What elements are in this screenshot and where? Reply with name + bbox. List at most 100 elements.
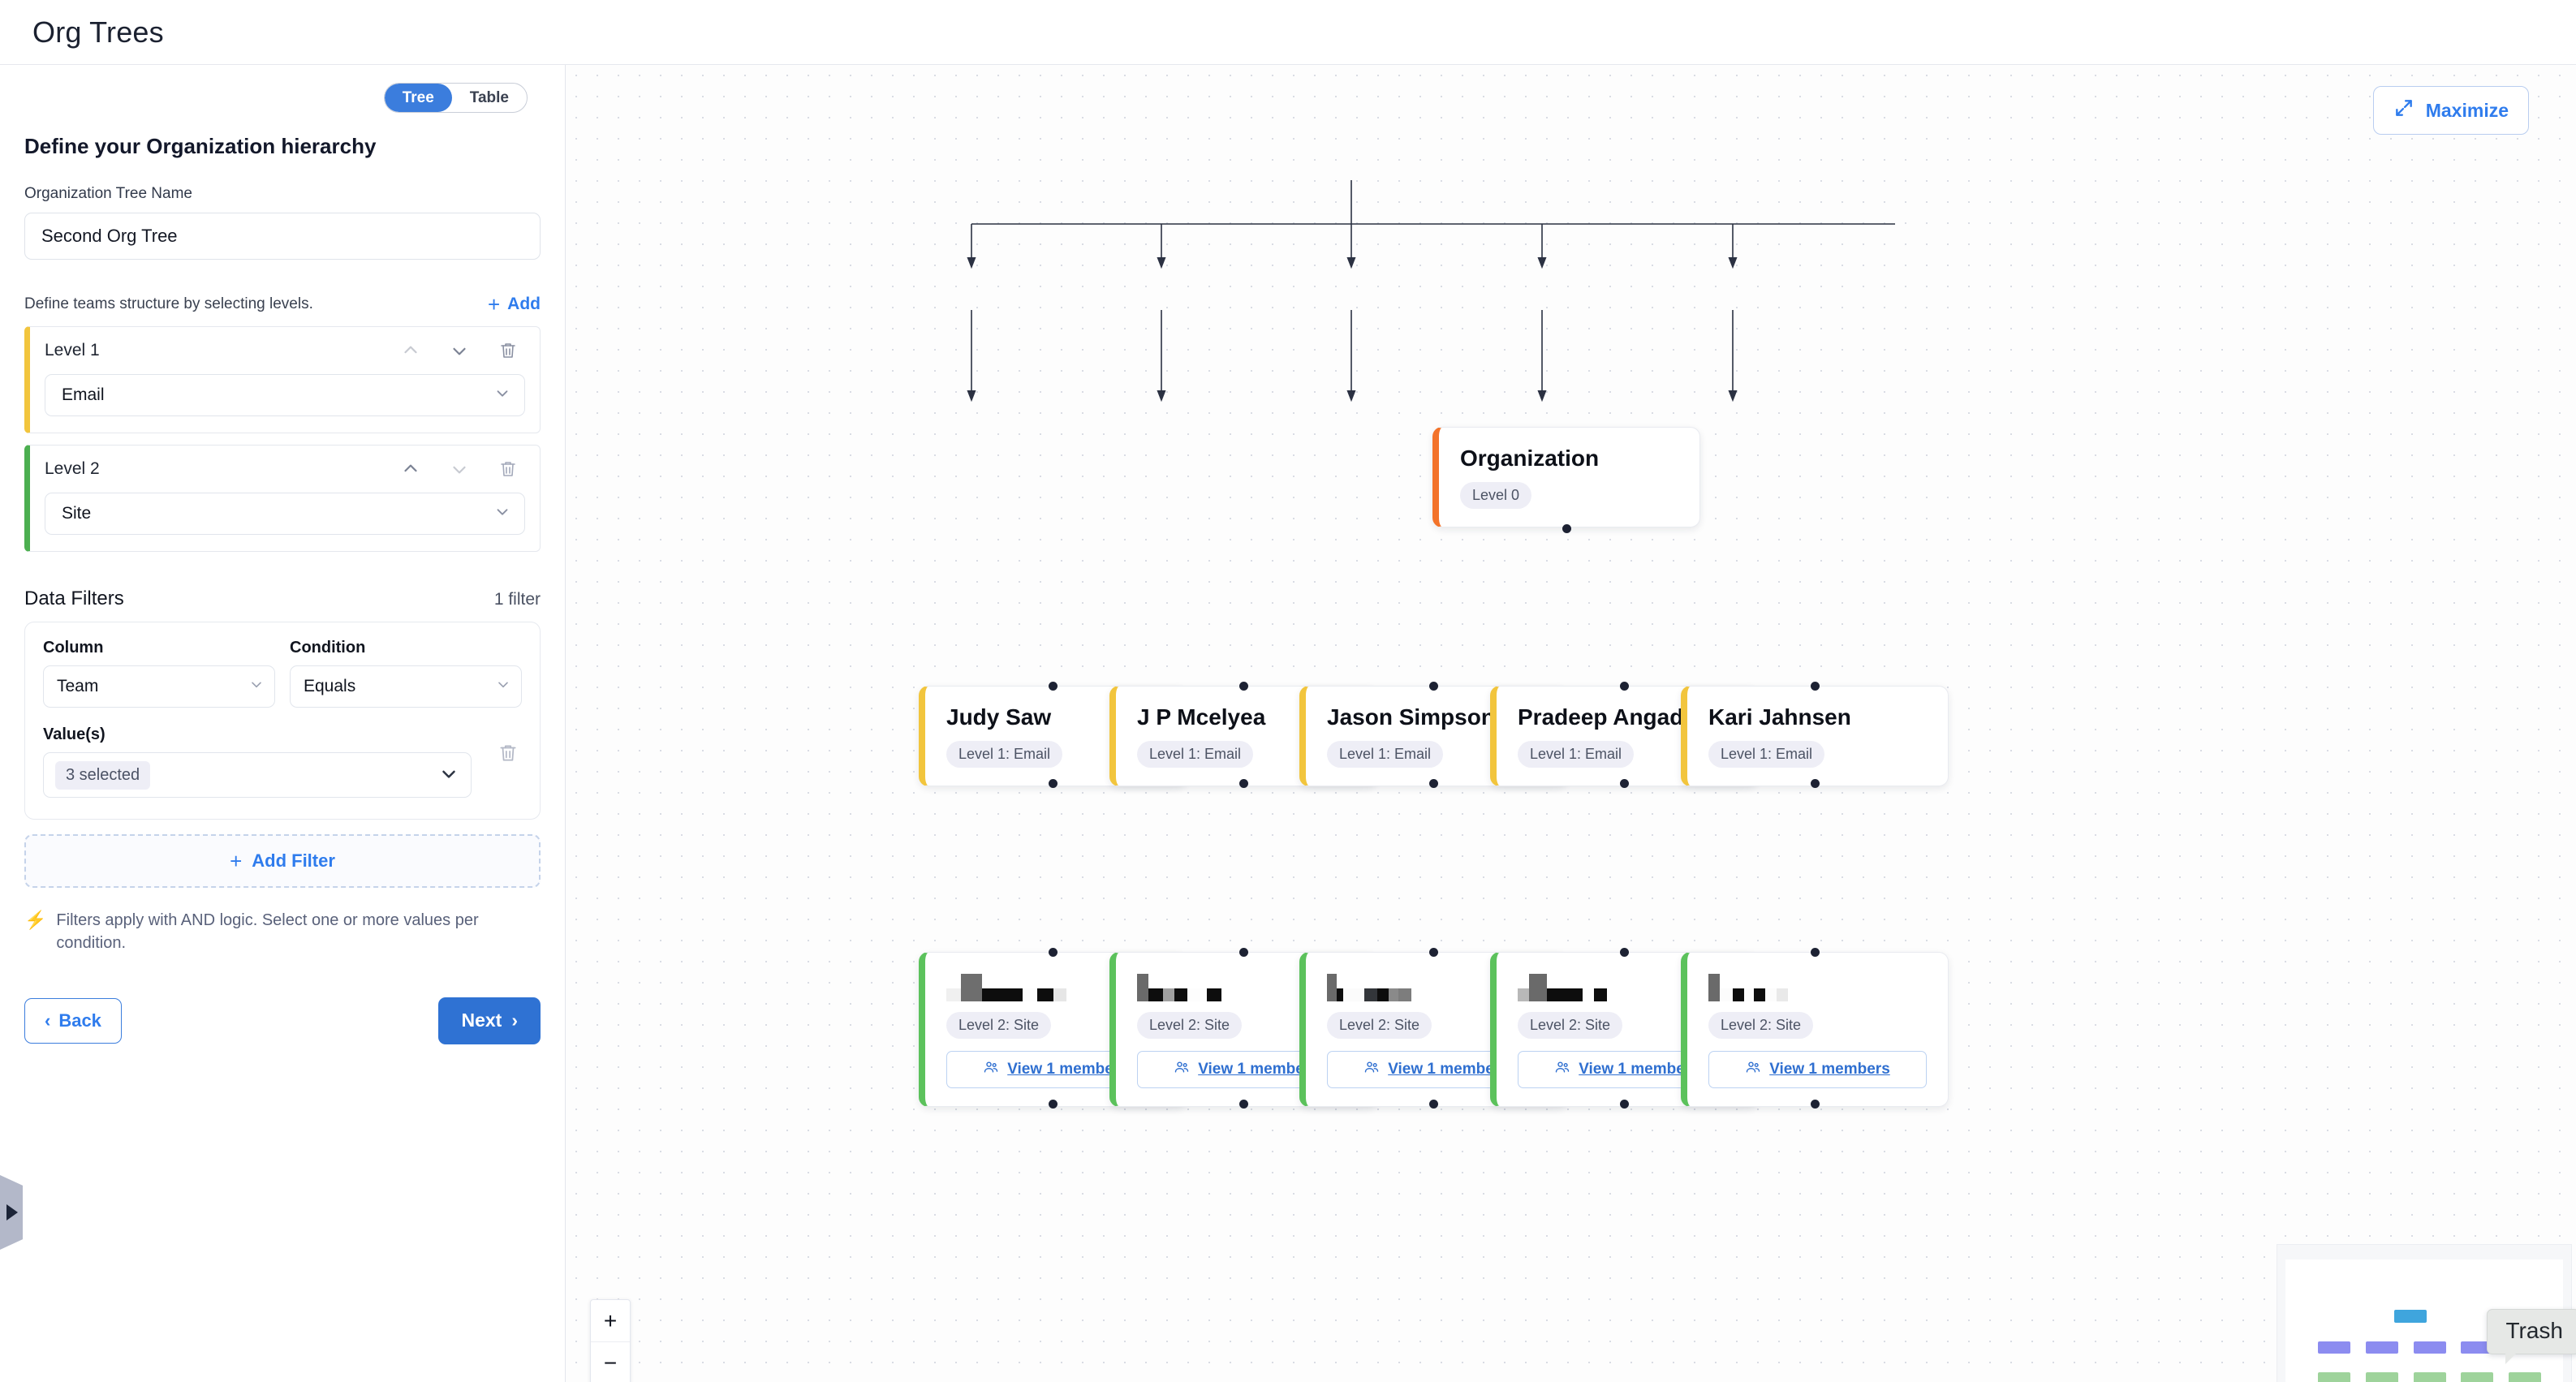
level-2-value: Site (62, 504, 92, 523)
view-members-label: View 1 members (1769, 1061, 1890, 1078)
members-icon (1363, 1059, 1380, 1080)
minimap-node-level2 (2366, 1372, 2398, 1382)
level-card-1: Level 1 Email (24, 326, 541, 433)
members-icon (1174, 1059, 1190, 1080)
chevron-up-icon[interactable] (400, 340, 421, 361)
chevron-down-icon[interactable] (449, 340, 470, 361)
add-filter-label: Add Filter (252, 850, 335, 871)
node-title: Pradeep Angadi (1518, 704, 1691, 730)
values-chip: 3 selected (55, 760, 151, 790)
chevron-up-icon[interactable] (400, 459, 421, 480)
values-multiselect[interactable]: 3 selected (43, 752, 472, 798)
tree-node-level1[interactable]: Kari Jahnsen Level 1: Email (1681, 686, 1949, 786)
node-title: Kari Jahnsen (1708, 704, 1851, 730)
back-button[interactable]: ‹ Back (24, 997, 122, 1044)
view-toggle-row: Tree Table (24, 65, 541, 113)
level-2-name: Level 2 (45, 459, 100, 478)
toggle-tree[interactable]: Tree (384, 84, 452, 112)
level-1-header: Level 1 (45, 340, 525, 361)
sidebar-collapse-handle[interactable] (0, 1175, 23, 1250)
maximize-button[interactable]: Maximize (2372, 86, 2529, 135)
node-badge: Level 1: Email (1137, 741, 1254, 768)
delete-filter-icon[interactable] (498, 743, 519, 768)
condition-select[interactable]: Equals (290, 665, 522, 708)
levels-hint-row: Define teams structure by selecting leve… (24, 294, 541, 315)
node-badge: Level 1: Email (946, 741, 1063, 768)
column-value: Team (57, 677, 99, 695)
view-members-label: View 1 members (1007, 1061, 1128, 1078)
zoom-out-button[interactable]: − (591, 1342, 630, 1382)
body-row: Tree Table Define your Organization hier… (0, 65, 2576, 1382)
node-title-redacted (1327, 972, 1545, 1001)
condition-value: Equals (304, 677, 356, 695)
node-title: Judy Saw (946, 704, 1052, 730)
add-level-label: Add (507, 295, 541, 313)
chevron-down-icon (493, 384, 511, 407)
lightning-icon: ⚡ (24, 910, 47, 930)
chevron-down-icon (248, 676, 265, 697)
minimap-node-level2 (2509, 1372, 2541, 1382)
tree-name-input[interactable]: Second Org Tree (24, 213, 541, 260)
level-1-name: Level 1 (45, 341, 100, 359)
tree-node-root[interactable]: Organization Level 0 (1432, 427, 1700, 527)
page-title: Org Trees (32, 15, 164, 49)
node-badge: Level 2: Site (946, 1012, 1052, 1039)
minimap-node-level1 (2414, 1341, 2446, 1354)
node-badge: Level 1: Email (1518, 741, 1635, 768)
level-1-select[interactable]: Email (45, 374, 525, 416)
column-label: Column (43, 639, 104, 657)
node-badge: Level 2: Site (1137, 1012, 1243, 1039)
tree-canvas[interactable]: Maximize (566, 65, 2576, 1382)
trash-tooltip: Trash (2487, 1309, 2576, 1364)
filters-note-text: Filters apply with AND logic. Select one… (56, 911, 479, 953)
level-card-2: Level 2 Site (24, 445, 541, 552)
toggle-table[interactable]: Table (469, 88, 509, 106)
plus-icon: + (230, 849, 243, 873)
node-badge: Level 2: Site (1708, 1012, 1814, 1039)
view-toggle[interactable]: Tree Table (383, 83, 528, 113)
view-members-label: View 1 members (1198, 1061, 1319, 1078)
column-select[interactable]: Team (43, 665, 275, 708)
zoom-in-button[interactable]: + (591, 1300, 630, 1342)
data-filters-header: Data Filters 1 filter (24, 588, 541, 610)
node-title-redacted (946, 972, 1165, 1001)
view-members-label: View 1 members (1579, 1061, 1699, 1078)
trash-icon[interactable] (498, 459, 519, 480)
chevron-down-icon[interactable] (449, 459, 470, 480)
data-filters-title: Data Filters (24, 588, 124, 609)
next-label: Next (461, 1010, 502, 1031)
add-filter-button[interactable]: + Add Filter (24, 834, 541, 888)
maximize-label: Maximize (2425, 99, 2509, 121)
filters-note: ⚡ Filters apply with AND logic. Select o… (24, 909, 479, 955)
view-members-label: View 1 members (1388, 1061, 1509, 1078)
tree-node-level2[interactable]: Level 2: Site View 1 members (1681, 952, 1949, 1107)
sidebar-heading: Define your Organization hierarchy (24, 134, 377, 158)
node-badge: Level 2: Site (1518, 1012, 1623, 1039)
maximize-icon (2393, 97, 2414, 123)
chevron-down-icon (493, 502, 511, 525)
condition-label: Condition (290, 639, 366, 657)
level-2-actions (400, 459, 525, 480)
add-level-button[interactable]: + Add (488, 294, 541, 315)
wizard-nav: ‹ Back Next › (24, 997, 541, 1044)
minimap-node-level2 (2318, 1372, 2350, 1382)
triangle-right-icon (6, 1204, 18, 1221)
trash-icon[interactable] (498, 340, 519, 361)
members-icon (983, 1059, 999, 1080)
node-title-redacted (1137, 972, 1355, 1001)
view-members-button[interactable]: View 1 members (1708, 1051, 1927, 1088)
level-2-select[interactable]: Site (45, 493, 525, 535)
minimap-node-level1 (2366, 1341, 2398, 1354)
level-1-value: Email (62, 385, 105, 404)
minimap-node-root (2394, 1310, 2427, 1323)
node-title: Jason Simpson (1327, 704, 1495, 730)
node-title-redacted (1518, 972, 1736, 1001)
zoom-controls: + − ⛶ (590, 1299, 631, 1382)
members-icon (1745, 1059, 1761, 1080)
filter-count: 1 filter (493, 590, 541, 609)
filter-fields: Column Team Condition Equals (43, 639, 522, 708)
members-icon (1554, 1059, 1570, 1080)
plus-icon: + (487, 292, 501, 316)
next-button[interactable]: Next › (438, 997, 541, 1044)
back-label: Back (58, 1010, 101, 1031)
